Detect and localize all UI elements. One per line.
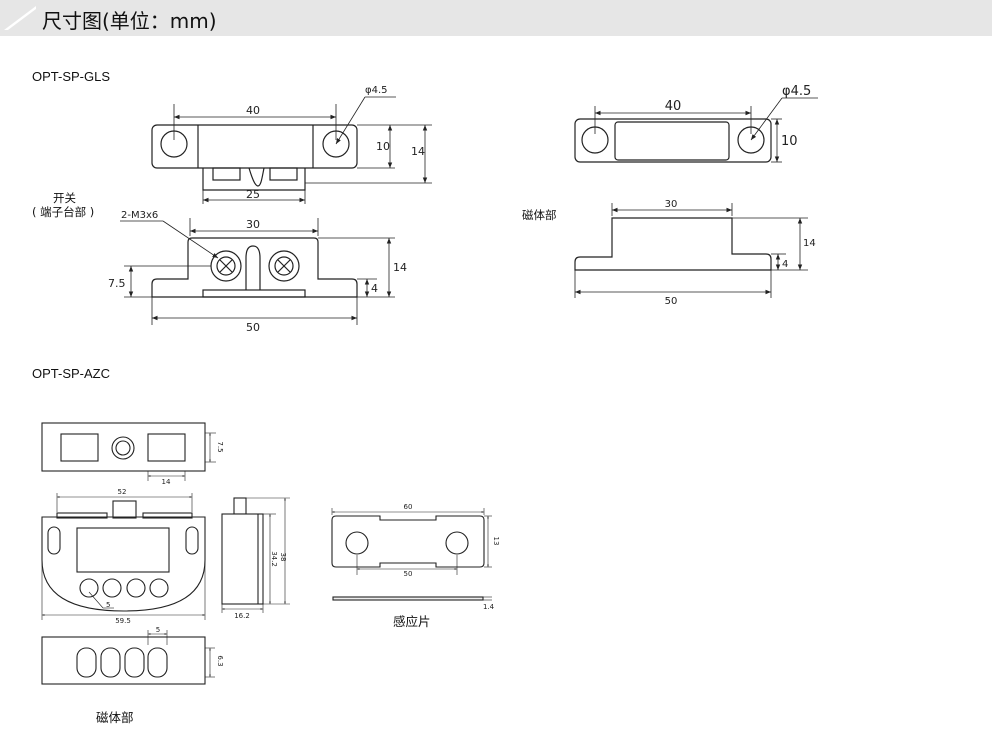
azc-plate-hole-spacing: 50 (404, 570, 413, 578)
gls-magnet-side-base-h: 4 (782, 259, 788, 270)
gls-switch-top-h-outer: 14 (411, 145, 425, 158)
header-decoration-icon (4, 6, 36, 30)
gls-switch-top-h-inner: 10 (376, 140, 390, 153)
gls-switch-side-base-h: 4 (371, 282, 378, 295)
azc-magnet-view (41, 630, 215, 685)
azc-top-h: 7.5 (216, 441, 224, 452)
gls-switch-side-top: 30 (246, 218, 260, 231)
gls-switch-side-view (120, 218, 395, 325)
gls-magnet-top-h: 10 (781, 134, 798, 149)
gls-magnet-side-bottom: 50 (665, 296, 678, 307)
azc-magnet-spacing: 5 (156, 626, 160, 634)
azc-magnet-h: 6.3 (216, 655, 224, 666)
gls-switch-top-view (151, 96, 432, 204)
azc-plate-caption: 感应片 (393, 614, 431, 629)
gls-model-label: OPT-SP-GLS (32, 69, 111, 84)
gls-magnet-side-h: 14 (803, 238, 816, 249)
azc-plate-h: 13 (492, 537, 500, 546)
gls-magnet-top-view (574, 97, 818, 163)
gls-magnet-caption: 磁体部 (522, 208, 557, 222)
azc-front-w-bottom: 59.5 (115, 617, 131, 625)
azc-top-view (41, 422, 216, 481)
azc-side-h-inner: 34.2 (270, 551, 278, 567)
azc-side-h-outer: 38 (279, 553, 287, 562)
azc-front-radius: 5 (106, 601, 110, 609)
azc-side-w: 16.2 (234, 612, 250, 620)
gls-magnet-top-width: 40 (665, 99, 682, 114)
azc-front-w-top: 52 (118, 488, 127, 496)
section-header: 尺寸图(单位：mm) (0, 0, 992, 36)
azc-side-view (221, 497, 290, 613)
azc-model-label: OPT-SP-AZC (32, 366, 111, 381)
azc-plate-view (331, 508, 492, 601)
gls-magnet-side-view (574, 203, 808, 298)
gls-switch-caption-1: 开关 (53, 191, 76, 205)
gls-switch-side-bottom: 50 (246, 321, 260, 334)
page-title: 尺寸图(单位：mm) (42, 9, 217, 33)
gls-magnet-side-top: 30 (665, 199, 678, 210)
azc-top-spacing: 14 (162, 478, 171, 486)
gls-switch-top-hole: φ4.5 (365, 85, 388, 96)
gls-magnet-top-hole: φ4.5 (782, 84, 811, 99)
gls-switch-caption-2: ( 端子台部 ) (32, 205, 95, 219)
gls-switch-side-left-h: 7.5 (108, 277, 126, 290)
gls-switch-side-screw: 2-M3x6 (121, 210, 158, 221)
azc-plate-w: 60 (404, 503, 413, 511)
gls-switch-side-right-h: 14 (393, 261, 407, 274)
azc-magnet-caption: 磁体部 (96, 710, 134, 725)
gls-switch-top-bottom: 25 (246, 188, 260, 201)
azc-plate-thickness: 1.4 (483, 603, 495, 611)
azc-front-view (41, 493, 206, 620)
gls-switch-top-width: 40 (246, 104, 260, 117)
